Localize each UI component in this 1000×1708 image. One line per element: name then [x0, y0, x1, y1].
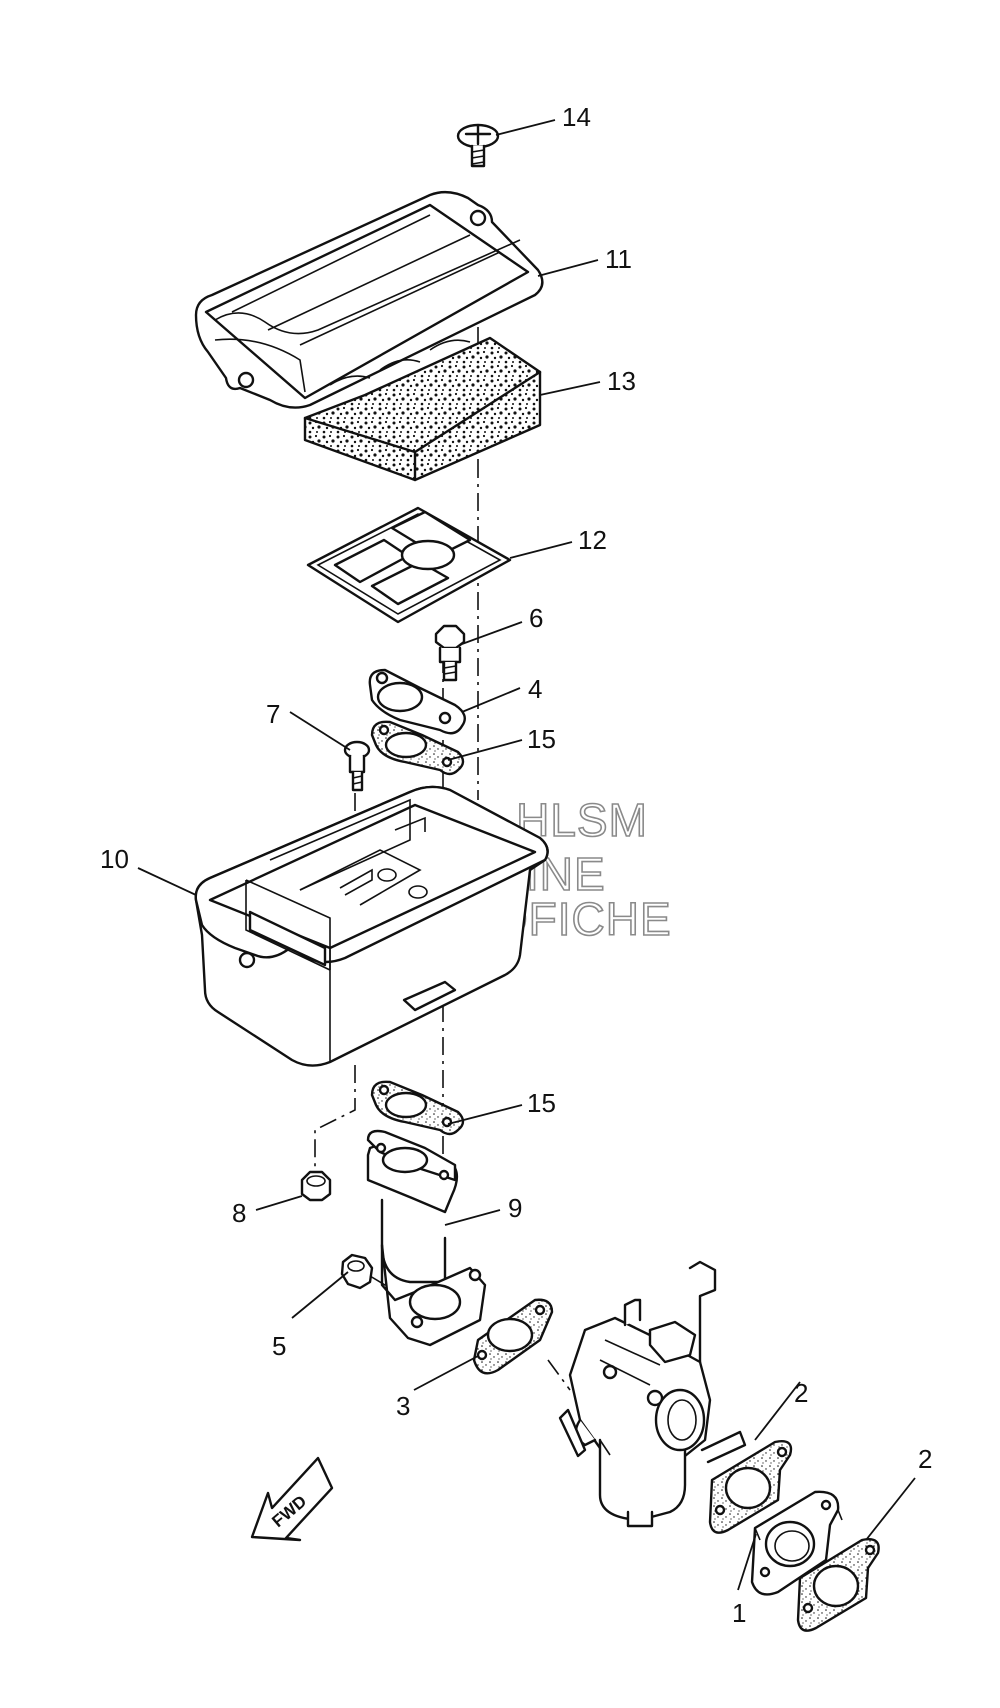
callout-5: 5 [272, 1331, 286, 1361]
part-14-screw [456, 123, 500, 168]
part-9-intake-elbow [366, 1129, 487, 1347]
callout-13: 13 [607, 366, 636, 396]
callout-12: 12 [578, 525, 607, 555]
part-7-screw [343, 740, 371, 792]
forward-direction-arrow: FWD [250, 1456, 334, 1542]
part-10-cleaner-case [194, 785, 549, 1067]
callout-8: 8 [232, 1198, 246, 1228]
callout-15-upper: 15 [527, 724, 556, 754]
part-5-nut [340, 1253, 391, 1290]
callout-2-lower: 2 [918, 1444, 932, 1474]
callout-7: 7 [266, 699, 280, 729]
callout-6: 6 [529, 603, 543, 633]
carburetor-assembly [558, 1260, 747, 1528]
part-11-cleaner-cover [194, 190, 544, 409]
part-13-foam-element [303, 336, 542, 482]
callout-10: 10 [100, 844, 129, 874]
callout-labels: 14 11 13 12 6 4 7 15 10 15 9 8 5 3 2 2 1 [100, 102, 932, 1628]
callout-3: 3 [396, 1391, 410, 1421]
part-3-gasket [472, 1298, 571, 1391]
callout-15-lower: 15 [527, 1088, 556, 1118]
part-15-gasket-upper [370, 720, 465, 776]
part-2-gasket-b [796, 1538, 880, 1632]
part-1-insulator [750, 1490, 843, 1596]
part-12-element-grid [306, 506, 512, 624]
callout-4: 4 [528, 674, 542, 704]
part-15-gasket-lower [370, 1080, 465, 1136]
leader-lines [137, 119, 916, 1591]
part-4-plate [368, 668, 466, 735]
callout-1: 1 [732, 1598, 746, 1628]
callout-2-upper: 2 [794, 1378, 808, 1408]
part-8-nut [300, 1170, 332, 1202]
callout-9: 9 [508, 1193, 522, 1223]
part-2-gasket-a [708, 1440, 793, 1534]
callout-11: 11 [605, 244, 632, 274]
part-6-bolt [434, 624, 466, 682]
callout-14: 14 [562, 102, 591, 132]
